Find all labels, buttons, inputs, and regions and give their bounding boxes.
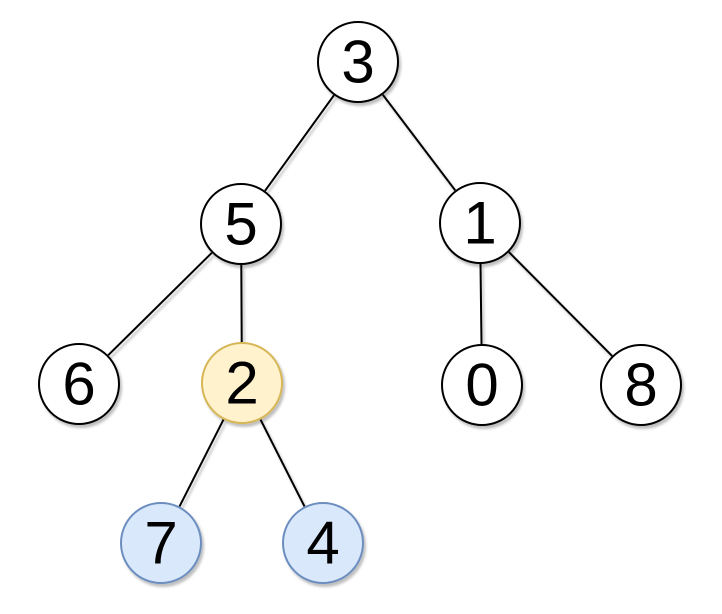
tree-node-circle-2: [201, 342, 283, 424]
tree-node-circle-8: [600, 344, 682, 426]
tree-node-label-0: 0: [465, 352, 498, 419]
tree-node-circle-0: [441, 344, 523, 426]
tree-edge-2-7: [178, 419, 225, 507]
tree-node-label-6: 6: [62, 351, 95, 418]
tree-node-label-1: 1: [463, 190, 496, 257]
tree-node-circle-1: [439, 182, 521, 264]
tree-node-3: 3: [317, 21, 399, 103]
tree-node-6: 6: [38, 343, 120, 425]
tree-edge-2-4: [259, 419, 306, 507]
tree-node-label-4: 4: [306, 510, 339, 577]
tree-node-circle-6: [38, 343, 120, 425]
tree-node-circle-3: [317, 21, 399, 103]
tree-node-8: 8: [600, 344, 682, 426]
tree-edge-1-8: [508, 251, 613, 357]
tree-edge-1-0: [479, 263, 483, 345]
tree-edge-5-6: [107, 252, 213, 356]
tree-node-label-3: 3: [341, 29, 374, 96]
tree-node-circle-4: [282, 502, 364, 584]
tree-node-1: 1: [439, 182, 521, 264]
tree-node-4: 4: [282, 502, 364, 584]
tree-node-circle-7: [120, 502, 202, 584]
edges-layer: [107, 94, 613, 507]
tree-edge-3-5: [264, 94, 335, 192]
tree-node-0: 0: [441, 344, 523, 426]
tree-node-circle-5: [200, 183, 282, 265]
tree-node-7: 7: [120, 502, 202, 584]
tree-group: 3 5 1 6 2 0 8 7 4: [38, 21, 682, 584]
tree-node-label-7: 7: [144, 510, 177, 577]
tree-node-5: 5: [200, 183, 282, 265]
tree-node-2: 2: [201, 342, 283, 424]
tree-node-label-5: 5: [224, 191, 257, 258]
tree-node-label-8: 8: [624, 352, 657, 419]
tree-node-label-2: 2: [225, 350, 258, 417]
tree-edge-3-1: [382, 94, 456, 191]
nodes-layer: 3 5 1 6 2 0 8 7 4: [38, 21, 682, 584]
